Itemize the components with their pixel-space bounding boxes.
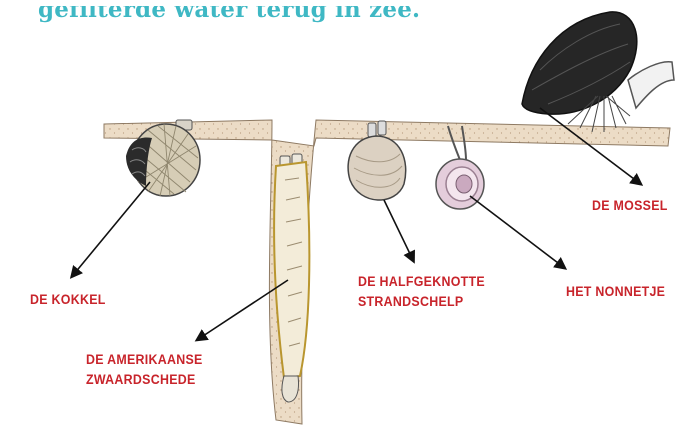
- pointer-nonnetje: [470, 196, 562, 266]
- pointer-strandschelp: [384, 200, 412, 258]
- label-zwaardschede-line1: DE AMERIKAANSE: [86, 350, 203, 370]
- label-mossel: DE MOSSEL: [592, 196, 668, 216]
- label-nonnetje: HET NONNETJE: [566, 282, 665, 302]
- pointer-kokkel: [74, 182, 150, 274]
- label-kokkel: DE KOKKEL: [30, 290, 106, 310]
- label-strandschelp-line1: DE HALFGEKNOTTE: [358, 272, 485, 292]
- label-strandschelp-line2: STRANDSCHELP: [358, 292, 463, 312]
- label-zwaardschede-line2: ZWAARDSCHEDE: [86, 370, 196, 390]
- mussel-shell: [522, 12, 674, 132]
